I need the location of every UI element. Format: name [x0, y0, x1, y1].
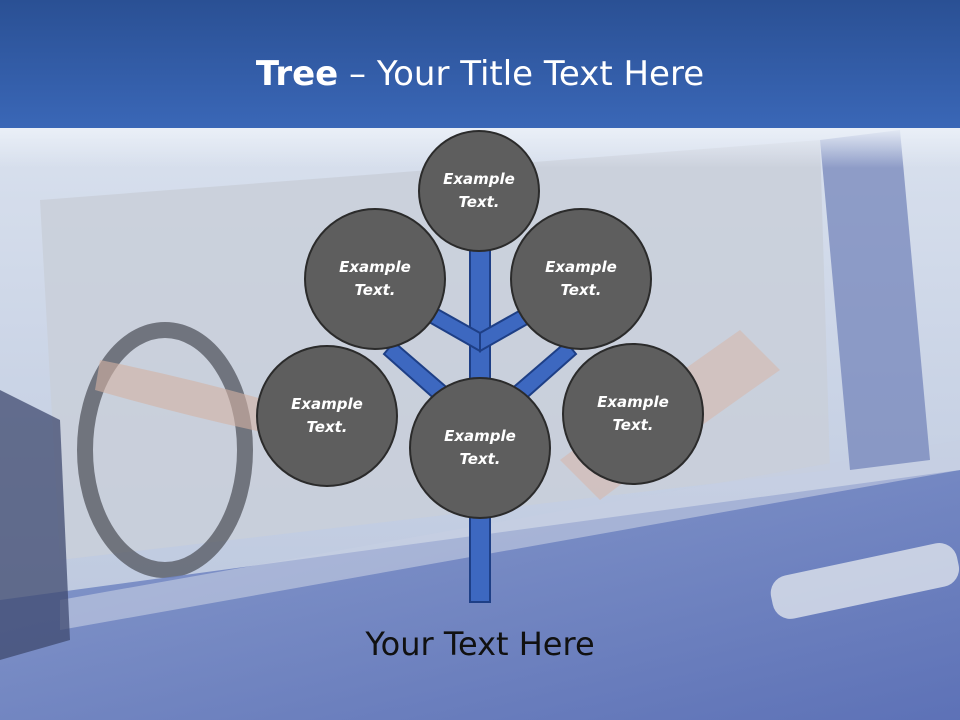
node-center: Example Text. [409, 377, 551, 519]
title-rest: Your Title Text Here [376, 54, 705, 94]
node-top-label: Example Text. [443, 170, 515, 211]
node-upper-right-label: Example Text. [545, 258, 617, 299]
node-middle-left: Example Text. [256, 345, 398, 487]
title-bar [0, 0, 960, 128]
title-bold: Tree [255, 54, 339, 94]
node-center-label: Example Text. [444, 427, 516, 468]
node-middle-left-label: Example Text. [291, 395, 363, 436]
node-upper-left: Example Text. [304, 208, 446, 350]
node-top: Example Text. [418, 130, 540, 252]
slide-title: Tree – Your Title Text Here [0, 52, 960, 96]
node-upper-right: Example Text. [510, 208, 652, 350]
title-separator: – [338, 54, 377, 94]
node-middle-right-label: Example Text. [597, 393, 669, 434]
node-upper-left-label: Example Text. [339, 258, 411, 299]
footer-text: Your Text Here [365, 625, 595, 663]
node-middle-right: Example Text. [562, 343, 704, 485]
